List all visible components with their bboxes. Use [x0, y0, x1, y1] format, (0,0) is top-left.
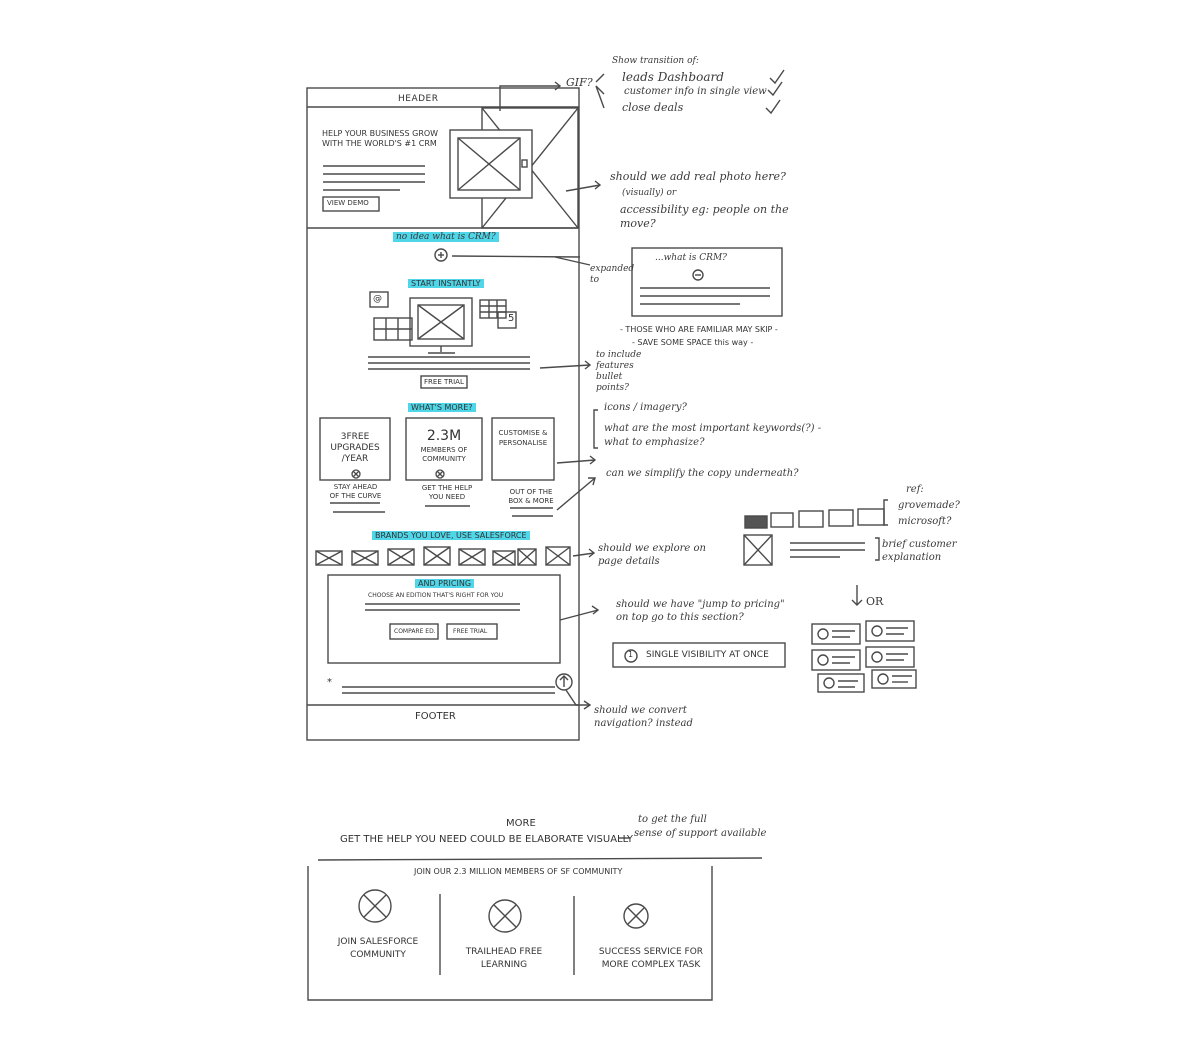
wf-pricing-sub: CHOOSE AN EDITION THAT'S RIGHT FOR YOU [368, 592, 504, 599]
wf-card2-title: 2.3M [426, 428, 462, 444]
note-single-visibility-num: 1 [628, 650, 634, 659]
note-microsoft: microsoft? [898, 516, 952, 527]
note-explore: should we explore on page details [598, 543, 706, 567]
wf-card3-title: CUSTOMISE & PERSONALISE [498, 429, 548, 447]
note-expanded-to: expanded to [590, 264, 635, 285]
note-transition-1: leads Dashboard [622, 70, 724, 84]
wf-hero-title: HELP YOUR BUSINESS GROW WITH THE WORLD'S… [322, 129, 442, 149]
note-ref: ref: [906, 484, 924, 495]
note-or: OR [866, 595, 884, 608]
wf-card3-caption: OUT OF THE BOX & MORE [508, 488, 554, 505]
wf-free-trial-button-2[interactable]: FREE TRIAL [453, 628, 488, 635]
note-accessibility: accessibility eg: people on the move? [620, 203, 789, 230]
note-col3: SUCCESS SERVICE FOR MORE COMPLEX TASK [598, 947, 704, 970]
note-col2: TRAILHEAD FREE LEARNING [465, 947, 543, 970]
note-show-transition: Show transition of: [612, 56, 699, 66]
number-5-icon: 5 [508, 313, 515, 324]
wf-compare-button[interactable]: COMPARE ED. [394, 628, 436, 635]
note-col1: JOIN SALESFORCE COMMUNITY [337, 937, 419, 960]
note-elaborate: GET THE HELP YOU NEED COULD BE ELABORATE… [340, 834, 633, 845]
note-features: to include features bullet points? [596, 350, 642, 393]
wf-free-trial-button[interactable]: FREE TRIAL [424, 378, 464, 386]
wf-card1-caption: STAY AHEAD OF THE CURVE [329, 483, 382, 500]
note-join: JOIN OUR 2.3 MILLION MEMBERS OF SF COMMU… [414, 867, 623, 876]
wf-view-demo-button[interactable]: VIEW DEMO [327, 199, 369, 207]
note-gif: GIF? [566, 76, 593, 89]
wf-pricing-label: AND PRICING [415, 579, 475, 588]
note-keywords: what are the most important keywords(?) … [604, 423, 822, 448]
wf-footer-label: FOOTER [415, 711, 456, 722]
note-single-visibility: SINGLE VISIBILITY AT ONCE [646, 650, 769, 660]
note-transition-3: close deals [622, 101, 684, 114]
note-brief: brief customer explanation [882, 539, 957, 563]
wf-hero-title-2: WITH THE WORLD'S #1 CRM [322, 139, 437, 148]
note-familiar: - THOSE WHO ARE FAMILIAR MAY SKIP - [620, 325, 778, 334]
note-more: MORE [506, 818, 536, 829]
wf-header-label: HEADER [398, 94, 439, 104]
note-transition-2: customer info in single view [624, 86, 767, 97]
note-visually: (visually) or [622, 188, 677, 198]
wf-card2-subtitle: MEMBERS OF COMMUNITY [420, 446, 468, 463]
note-jump-pricing: should we have "jump to pricing" on top … [616, 599, 785, 623]
note-grovemade: grovemade? [898, 500, 960, 511]
wf-card2-caption: GET THE HELP YOU NEED [421, 484, 473, 501]
note-full-sense-1: to get the full [638, 814, 707, 825]
wf-what-is-crm[interactable]: no idea what is CRM? [393, 232, 499, 242]
note-simplify: can we simplify the copy underneath? [606, 468, 799, 479]
asterisk-icon: * [327, 677, 332, 688]
note-full-sense-2: sense of support available [634, 828, 767, 839]
at-icon: @ [373, 294, 382, 304]
note-expanded-title: ...what is CRM? [655, 253, 727, 263]
note-save-space: - SAVE SOME SPACE this way - [632, 338, 754, 347]
wf-card1-title: 3FREE UPGRADES /YEAR [330, 432, 380, 464]
wf-hero-title-1: HELP YOUR BUSINESS GROW [322, 129, 439, 138]
note-real-photo: should we add real photo here? [610, 170, 786, 183]
note-convert-nav: should we convert navigation? instead [594, 705, 693, 729]
wf-start-instantly: START INSTANTLY [408, 279, 484, 288]
wf-brands-label: BRANDS YOU LOVE, USE SALESFORCE [372, 531, 530, 540]
note-icons: icons / imagery? [604, 402, 687, 413]
wf-whats-more: WHAT'S MORE? [408, 403, 476, 412]
